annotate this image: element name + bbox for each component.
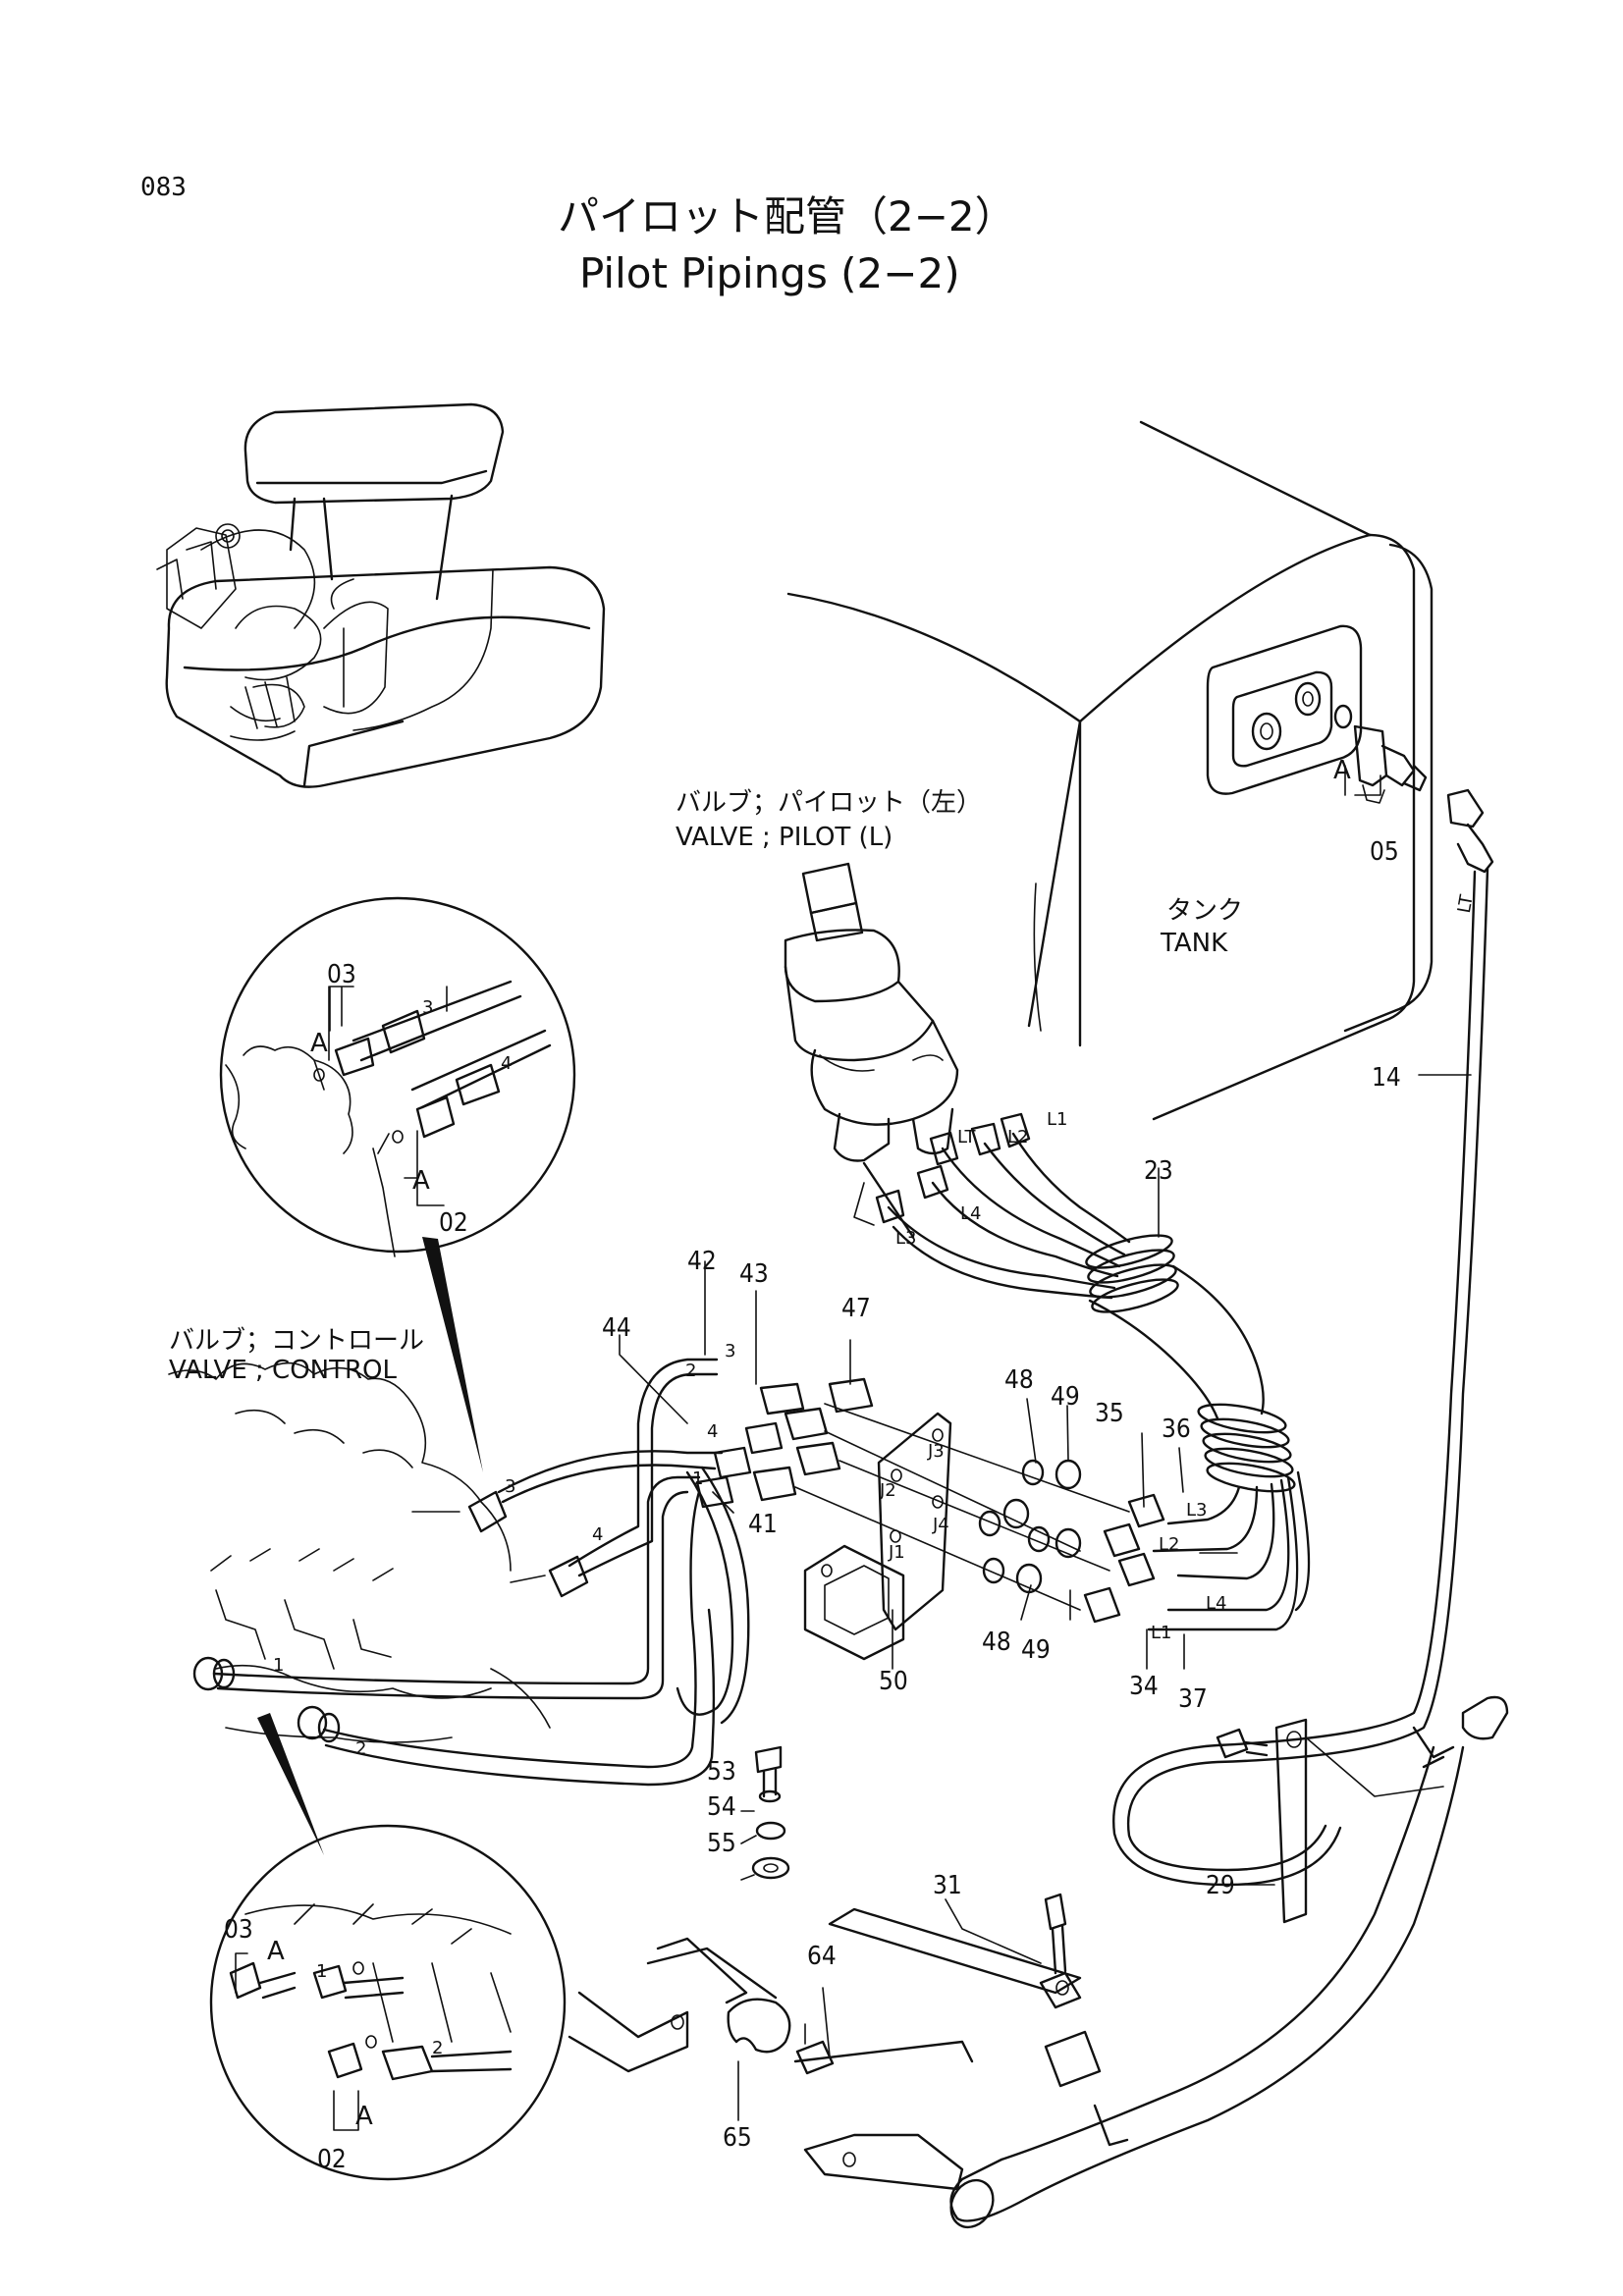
- hose-number-3-valve: 3: [505, 1476, 516, 1497]
- hose-number-3-upper: 3: [422, 997, 434, 1018]
- hose-label-l3: L3: [895, 1228, 917, 1249]
- tank-label-en: TANK: [1161, 929, 1228, 958]
- pilot-valve-label-ja: バルブ；パイロット（左）: [676, 788, 983, 818]
- callout-50: 50: [879, 1667, 908, 1696]
- callout-54: 54: [707, 1792, 736, 1822]
- callout-02-upper: 02: [439, 1208, 468, 1238]
- hose-label-l1: L1: [1047, 1109, 1068, 1130]
- pilot-valve-label-en: VALVE ; PILOT (L): [676, 823, 893, 852]
- callout-14: 14: [1372, 1063, 1401, 1093]
- callout-55: 55: [707, 1829, 736, 1858]
- detail-marker-a-lower-1: A: [267, 1937, 285, 1966]
- callout-48-lower: 48: [982, 1628, 1011, 1657]
- callout-34: 34: [1129, 1672, 1159, 1701]
- callout-64: 64: [807, 1942, 837, 1971]
- callout-41: 41: [748, 1510, 778, 1539]
- excavator-overview-image: [157, 404, 604, 787]
- callout-02-lower: 02: [317, 2145, 347, 2174]
- callout-37: 37: [1178, 1684, 1208, 1714]
- bracket-port-j2: J2: [880, 1480, 896, 1501]
- hose-label-l3-bracket: L3: [1186, 1500, 1208, 1521]
- callout-36: 36: [1162, 1415, 1191, 1444]
- detail-marker-a-upper-1: A: [310, 1029, 328, 1058]
- hose-number-2-manifold: 2: [685, 1361, 697, 1381]
- detail-circle-lower: [211, 1826, 565, 2179]
- hose-label-l1-bracket: L1: [1151, 1623, 1172, 1643]
- hose-number-4-upper: 4: [501, 1053, 513, 1074]
- callout-49-upper: 49: [1051, 1382, 1080, 1412]
- hose-number-4-valve: 4: [592, 1524, 604, 1545]
- hose-label-lt-tank: LT: [1453, 892, 1478, 915]
- callout-43: 43: [739, 1259, 769, 1289]
- callout-35: 35: [1095, 1399, 1124, 1428]
- hose-label-l2-bracket: L2: [1159, 1534, 1180, 1555]
- hose-number-2-lower: 2: [432, 2038, 444, 2058]
- callout-42: 42: [687, 1247, 717, 1276]
- page-title-japanese: パイロット配管（2−2）: [558, 192, 1016, 240]
- hose-number-1-lower: 1: [316, 1961, 328, 1982]
- callout-29: 29: [1206, 1871, 1235, 1900]
- control-valve-label-en: VALVE ; CONTROL: [169, 1356, 398, 1385]
- bracket-port-j3: J3: [928, 1441, 945, 1462]
- detail-pointer-upper: [422, 1237, 483, 1472]
- hose-number-3-manifold: 3: [725, 1341, 736, 1362]
- callout-05: 05: [1370, 837, 1399, 867]
- hose-label-l2: L2: [1007, 1127, 1029, 1148]
- control-valve-label-ja: バルブ；コントロール: [169, 1326, 425, 1356]
- plate-31: [830, 1895, 1080, 2007]
- pilot-hose-bundle: [854, 1114, 1309, 1629]
- callout-leaders: [620, 766, 1471, 2120]
- callout-49-lower: 49: [1021, 1635, 1051, 1665]
- tank-return-fitting: [1113, 706, 1492, 1885]
- callout-53: 53: [707, 1757, 736, 1787]
- page-number: 083: [140, 173, 187, 202]
- bolt-washer-stack: [753, 1747, 788, 1878]
- frame-pipe: [943, 1697, 1507, 2235]
- callout-44: 44: [602, 1313, 631, 1343]
- bracket-port-j1: J1: [889, 1542, 905, 1563]
- floor-plate: [569, 1939, 972, 2189]
- detail-marker-a-upper-2: A: [412, 1166, 430, 1196]
- hose-number-1-valve: 1: [273, 1655, 285, 1676]
- pipe-clamp: [1217, 1720, 1443, 1922]
- tank-label-ja: タンク: [1166, 896, 1244, 926]
- control-valve-assembly: [169, 1360, 748, 1785]
- callout-48-upper: 48: [1004, 1365, 1034, 1395]
- hose-number-2-valve: 2: [355, 1738, 367, 1759]
- callout-65: 65: [723, 2123, 752, 2153]
- detail-marker-a-tank: A: [1333, 756, 1351, 785]
- pilot-valve-assembly: [785, 864, 957, 1161]
- callout-47: 47: [841, 1294, 871, 1323]
- callout-03-lower: 03: [224, 1915, 253, 1945]
- bracket-port-j4: J4: [933, 1515, 949, 1535]
- callout-31: 31: [933, 1871, 962, 1900]
- page-title-english: Pilot Pipings (2−2): [579, 249, 960, 297]
- hose-label-l4-bracket: L4: [1206, 1593, 1227, 1614]
- hose-number-4-manifold: 4: [707, 1421, 719, 1442]
- hydraulic-tank-outline: [788, 422, 1432, 1119]
- hose-number-1-manifold: 1: [692, 1468, 704, 1489]
- detail-marker-a-lower-2: A: [355, 2102, 373, 2131]
- manifold-bracket: [697, 1379, 1129, 1659]
- hose-label-lt-pilot: LT: [957, 1127, 976, 1148]
- detail-circle-upper: [221, 898, 574, 1256]
- callout-23: 23: [1144, 1156, 1173, 1186]
- callout-03-upper: 03: [327, 960, 356, 989]
- detail-pointer-lower: [257, 1713, 324, 1855]
- hose-label-l4: L4: [960, 1203, 982, 1224]
